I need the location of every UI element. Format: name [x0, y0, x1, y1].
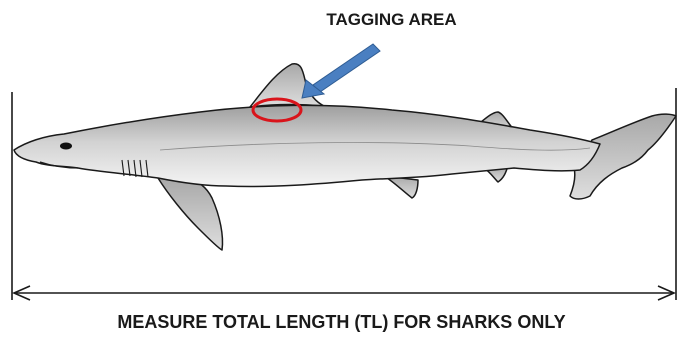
- measurement-caption: MEASURE TOTAL LENGTH (TL) FOR SHARKS ONL…: [0, 312, 683, 333]
- tagging-area-label: TAGGING AREA: [0, 10, 683, 30]
- shark-drawing: [14, 64, 676, 250]
- pectoral-fin: [158, 178, 223, 250]
- shark-body: [14, 105, 600, 186]
- tagging-arrow-icon: [302, 44, 380, 98]
- total-length-arrow: [14, 286, 674, 300]
- shark-eye: [60, 143, 72, 150]
